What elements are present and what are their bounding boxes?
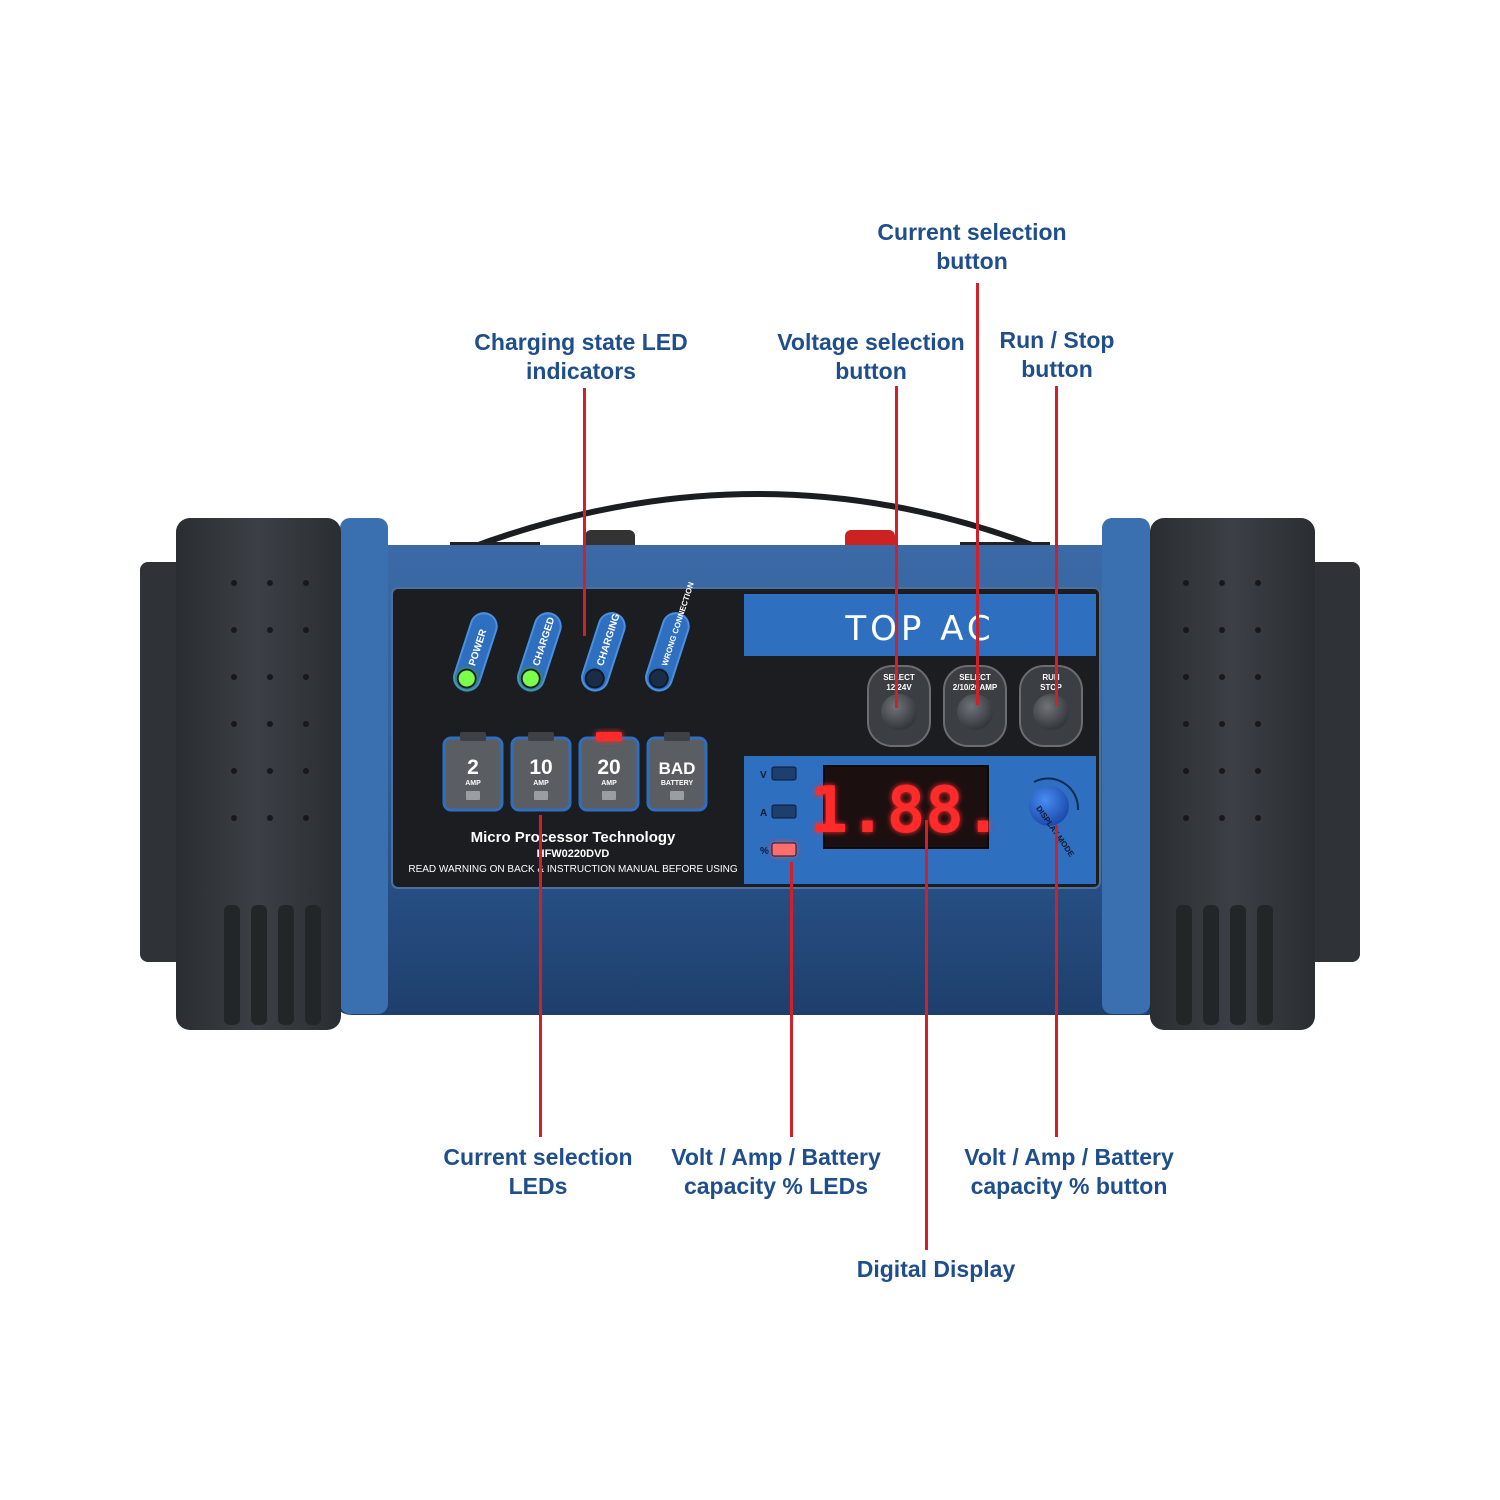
callout-vab-leds: Volt / Amp / Battery capacity % LEDs	[671, 1144, 881, 1199]
button-label: SELECT	[959, 673, 991, 682]
vent-hole	[1183, 768, 1189, 774]
vent-hole	[1219, 721, 1225, 727]
vent-hole	[1183, 721, 1189, 727]
indicator-label: %	[760, 846, 769, 857]
model-number: HFW0220DVD	[537, 848, 610, 860]
amp-key-unit: AMP	[601, 780, 617, 787]
vent-hole	[303, 674, 309, 680]
display-readout: 1.88.	[810, 774, 1003, 848]
vent-hole	[1255, 580, 1261, 586]
vent-hole	[1219, 815, 1225, 821]
vent-hole	[231, 721, 237, 727]
vent-hole	[267, 627, 273, 633]
vent-hole	[303, 627, 309, 633]
leader-digital-display	[925, 820, 928, 1250]
amp-key-unit: AMP	[533, 780, 549, 787]
vent-hole	[267, 721, 273, 727]
button-label: RUN	[1042, 673, 1060, 682]
brand-strip	[744, 594, 1096, 656]
cooling-fin	[224, 905, 240, 1025]
right-end-cap	[1150, 518, 1360, 1030]
callout-digital-display: Digital Display	[856, 1256, 1016, 1282]
digital-display	[823, 765, 989, 849]
cooling-fin	[305, 905, 321, 1025]
vent-hole	[1255, 674, 1261, 680]
left-end-cap	[140, 518, 341, 1030]
leader-vab-button	[1055, 825, 1058, 1137]
vent-hole	[231, 768, 237, 774]
callout-charging-state-leds: Charging state LED indicators	[474, 329, 688, 384]
vent-hole	[303, 768, 309, 774]
vent-hole	[1255, 768, 1261, 774]
leader-vab-leds	[790, 862, 793, 1137]
amp-key-value: 2	[467, 756, 479, 779]
vent-hole	[231, 627, 237, 633]
leader-run-stop-button	[1055, 386, 1058, 706]
vent-hole	[1219, 580, 1225, 586]
cooling-fin	[1176, 905, 1192, 1025]
amp-key-bad: BAD BATTERY	[646, 732, 708, 812]
button-label: 12/24V	[886, 683, 912, 692]
cooling-fin	[251, 905, 267, 1025]
carry-handle	[468, 491, 1042, 551]
callout-run-stop-button: Run / Stop button	[999, 327, 1115, 382]
leader-charging-state-leds	[583, 388, 586, 636]
vent-hole	[303, 580, 309, 586]
status-led-power: POWER	[453, 612, 498, 692]
leader-current-selection-leds	[539, 815, 542, 1137]
vent-hole	[1183, 580, 1189, 586]
vent-hole	[231, 580, 237, 586]
vent-hole	[1255, 627, 1261, 633]
brand-logo: TOP AC	[844, 609, 994, 649]
indicator-label: V	[760, 770, 767, 781]
indicator-label: A	[760, 808, 767, 819]
amp-key-unit: BATTERY	[661, 780, 694, 787]
vent-hole	[1183, 674, 1189, 680]
button-label: SELECT	[883, 673, 915, 682]
leader-voltage-selection-button	[895, 386, 898, 708]
leader-current-selection-button	[976, 283, 979, 705]
indicator-led-percent: %	[760, 842, 797, 857]
indicator-led-v: V	[760, 766, 797, 781]
cooling-fin	[1203, 905, 1219, 1025]
amp-key-value: 20	[597, 756, 620, 779]
vent-hole	[267, 580, 273, 586]
button-label: 2/10/20AMP	[953, 683, 998, 692]
callout-current-selection-leds: Current selection LEDs	[443, 1144, 633, 1199]
vent-hole	[303, 721, 309, 727]
vent-hole	[1255, 815, 1261, 821]
warning-text: READ WARNING ON BACK & INSTRUCTION MANUA…	[408, 864, 738, 875]
vent-hole	[267, 768, 273, 774]
callout-current-selection-button: Current selection button	[877, 219, 1067, 274]
vent-hole	[267, 815, 273, 821]
indicator-led-a: A	[760, 804, 797, 819]
cooling-fin	[1257, 905, 1273, 1025]
vent-hole	[231, 674, 237, 680]
vent-hole	[1255, 721, 1261, 727]
vent-hole	[1183, 627, 1189, 633]
tech-line: Micro Processor Technology	[471, 829, 676, 846]
vent-hole	[267, 674, 273, 680]
amp-key-20: 20AMP	[578, 732, 640, 812]
callout-voltage-selection-button: Voltage selection button	[777, 329, 965, 384]
vent-hole	[1183, 815, 1189, 821]
amp-key-value: 10	[529, 756, 552, 779]
cooling-fin	[278, 905, 294, 1025]
callout-vab-button: Volt / Amp / Battery capacity % button	[964, 1144, 1174, 1199]
vent-hole	[1219, 768, 1225, 774]
vent-hole	[1219, 627, 1225, 633]
amp-key-value: BAD	[659, 759, 696, 778]
vent-hole	[231, 815, 237, 821]
vent-hole	[303, 815, 309, 821]
vent-hole	[1219, 674, 1225, 680]
button-label: STOP	[1040, 683, 1062, 692]
cooling-fin	[1230, 905, 1246, 1025]
amp-key-unit: AMP	[465, 780, 481, 787]
